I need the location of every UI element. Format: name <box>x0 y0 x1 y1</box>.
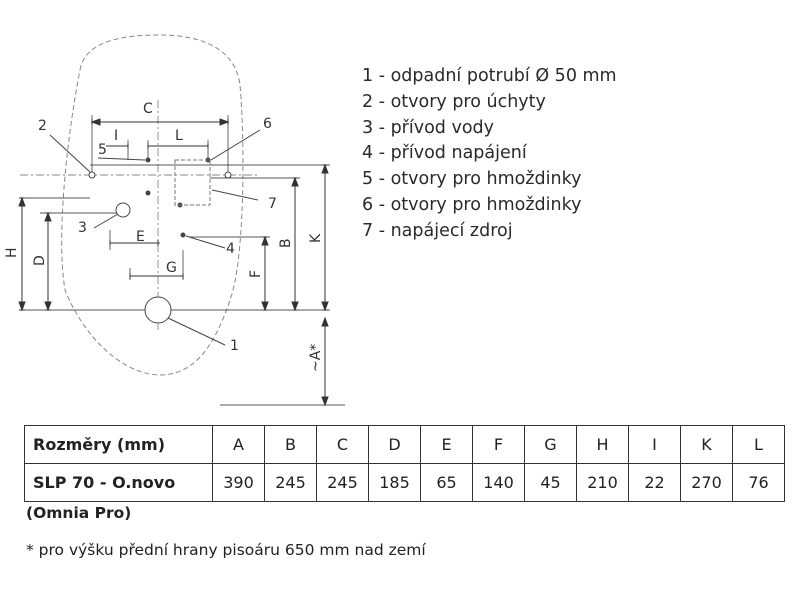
callout-3: 3 <box>78 220 87 236</box>
table-cell: 185 <box>368 463 421 502</box>
table-cell: 76 <box>732 463 785 502</box>
center-lines <box>20 100 260 330</box>
dim-G: G <box>166 260 177 276</box>
legend-list: 1 - odpadní potrubí Ø 50 mm 2 - otvory p… <box>362 64 617 245</box>
table-header-cell: D <box>368 425 421 464</box>
anchor-hole-5 <box>145 157 151 163</box>
callout-4: 4 <box>226 241 235 257</box>
dimension-letters: C I L E G H D F B K ~A* <box>4 101 324 372</box>
table-header-cell: I <box>628 425 681 464</box>
dim-L: L <box>175 128 183 144</box>
dim-I: I <box>114 128 118 144</box>
table-cell: 245 <box>316 463 369 502</box>
dim-B: B <box>278 238 294 248</box>
legend-item-5: 5 - otvory pro hmoždinky <box>362 169 582 190</box>
table-header-cell: Rozměry (mm) <box>24 425 213 464</box>
legend-item-2: 2 - otvory pro úchyty <box>362 91 546 112</box>
dim-K: K <box>308 233 324 243</box>
power-supply-box <box>174 159 211 206</box>
table-cell: 140 <box>472 463 525 502</box>
waste-pipe <box>144 296 172 324</box>
table-header-cell: C <box>316 425 369 464</box>
dim-C: C <box>143 101 153 117</box>
table-header-cell: H <box>576 425 629 464</box>
extension-lines <box>20 115 345 406</box>
table-header-cell: A <box>212 425 265 464</box>
urinal-outline <box>61 34 244 376</box>
table-cell: 245 <box>264 463 317 502</box>
callout-labels: 1 2 3 4 5 6 7 <box>38 116 277 354</box>
dim-D: D <box>32 255 48 266</box>
legend-item-3: 3 - přívod vody <box>362 117 495 138</box>
dim-F: F <box>248 270 264 278</box>
callout-7: 7 <box>268 196 277 212</box>
water-inlet <box>115 202 131 218</box>
table-header-cell: B <box>264 425 317 464</box>
dim-E: E <box>136 229 145 245</box>
table-row: SLP 70 - O.novo 390 245 245 185 65 140 4… <box>24 463 785 502</box>
legend-item-4: 4 - přívod napájení <box>362 143 527 164</box>
table-header-cell: E <box>420 425 473 464</box>
table-header-cell: G <box>524 425 577 464</box>
legend-item-7: 7 - napájecí zdroj <box>362 220 513 241</box>
callout-5: 5 <box>98 142 107 158</box>
table-cell: 390 <box>212 463 265 502</box>
model-subtitle: (Omnia Pro) <box>26 504 132 522</box>
table-cell: 65 <box>420 463 473 502</box>
table-cell: 22 <box>628 463 681 502</box>
dimensions-table: Rozměry (mm) A B C D E F G H I K L SLP 7… <box>24 425 785 502</box>
dimension-lines <box>18 118 329 407</box>
callout-2: 2 <box>38 118 47 134</box>
table-cell: 270 <box>680 463 733 502</box>
callout-6: 6 <box>263 116 272 132</box>
table-header-row: Rozměry (mm) A B C D E F G H I K L <box>24 425 785 464</box>
leader-lines <box>49 129 261 346</box>
table-cell: 210 <box>576 463 629 502</box>
mounting-hole-left <box>88 171 96 179</box>
dim-A: ~A* <box>308 344 324 372</box>
legend-item-1: 1 - odpadní potrubí Ø 50 mm <box>362 66 617 86</box>
callout-1: 1 <box>230 338 239 354</box>
mounting-hole-right <box>224 171 232 179</box>
footnote: * pro výšku přední hrany pisoáru 650 mm … <box>26 541 426 559</box>
table-cell: SLP 70 - O.novo <box>24 463 213 502</box>
table-header-cell: F <box>472 425 525 464</box>
table-header-cell: K <box>680 425 733 464</box>
table-header-cell: L <box>732 425 785 464</box>
dim-H: H <box>4 247 20 258</box>
holes <box>88 157 232 324</box>
legend-item-6: 6 - otvory pro hmoždinky <box>362 194 582 215</box>
table-cell: 45 <box>524 463 577 502</box>
technical-drawing: 1 2 3 4 5 6 7 C I L E G H D F B K ~A* <box>4 34 345 407</box>
power-inlet <box>180 232 186 238</box>
